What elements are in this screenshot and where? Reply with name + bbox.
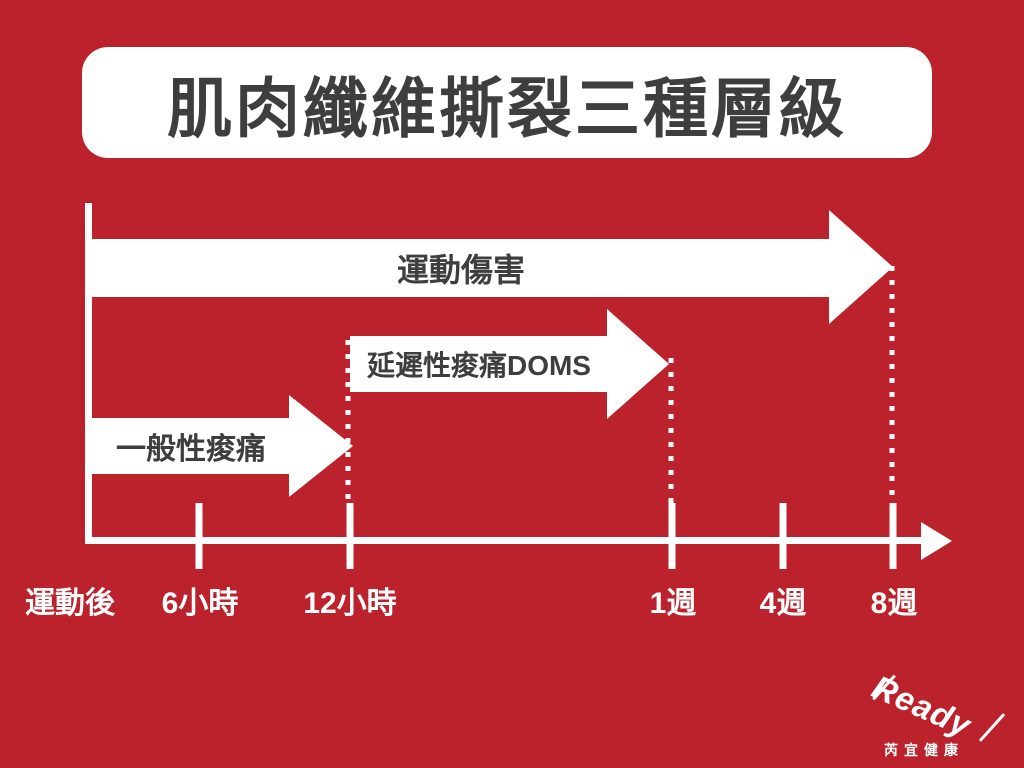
arrow-general-soreness-head-icon [289, 395, 353, 497]
axis-label-4-weeks: 4週 [759, 587, 807, 620]
arrow-doms-label: 延遲性痠痛DOMS [366, 350, 591, 381]
tick-8-weeks [889, 503, 897, 569]
timeline-vertical-axis [85, 203, 92, 544]
dotted-guide-1-week [668, 358, 674, 503]
arrow-doms: 延遲性痠痛DOMS [350, 336, 608, 392]
axis-label-post-exercise: 運動後 [25, 587, 115, 620]
logo-slash-icon [978, 713, 1006, 742]
arrow-sports-injury-head-icon [829, 210, 893, 324]
tick-4-weeks [779, 503, 787, 569]
tick-6-hours [195, 503, 203, 569]
tick-1-week [668, 503, 676, 569]
arrow-doms-head-icon [607, 309, 669, 419]
brand-logo: Ready 芮宜健康 [862, 662, 1017, 762]
brand-company-name: 芮宜健康 [884, 742, 964, 758]
arrow-general-soreness-label: 一般性痠痛 [116, 433, 266, 466]
arrow-general-soreness: 一般性痠痛 [92, 418, 290, 474]
axis-label-1-week: 1週 [649, 587, 697, 620]
axis-label-6-hours: 6小時 [161, 587, 239, 620]
brand-name: Ready [866, 668, 978, 745]
arrow-sports-injury-label: 運動傷害 [396, 252, 525, 288]
axis-label-8-weeks: 8週 [870, 587, 918, 620]
arrow-sports-injury: 運動傷害 [92, 239, 830, 297]
dotted-guide-8-weeks [889, 266, 895, 503]
page-title: 肌肉纖維撕裂三種層級 [166, 71, 847, 145]
axis-label-12-hours: 12小時 [303, 587, 397, 620]
title-banner: 肌肉纖維撕裂三種層級 [82, 47, 932, 158]
timeline-horizontal-axis [85, 537, 923, 544]
tick-12-hours [346, 503, 354, 569]
axis-arrowhead-icon [921, 522, 952, 560]
